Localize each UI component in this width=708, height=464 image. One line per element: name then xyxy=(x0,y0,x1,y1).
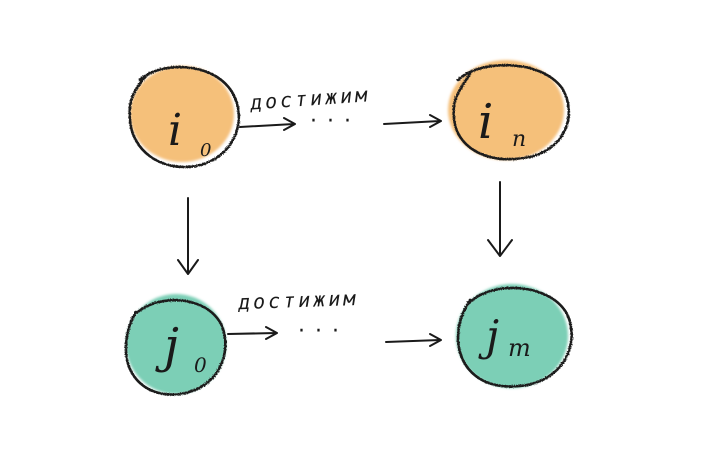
edge-bottom-label: достижим xyxy=(237,286,359,314)
node-i0-outline xyxy=(128,65,241,169)
edge-bottom-arrow-1 xyxy=(227,326,278,340)
edge-top-ellipsis: ··· xyxy=(310,109,361,134)
node-in-outline xyxy=(452,63,571,161)
edge-bottom-ellipsis: ··· xyxy=(298,319,349,344)
node-j0-subscript: 0 xyxy=(194,353,207,377)
node-in: i n xyxy=(448,60,571,161)
edge-bottom-arrow-2 xyxy=(385,333,442,347)
edge-top: достижим ··· xyxy=(239,82,442,134)
node-i0-letter: i xyxy=(168,105,182,156)
node-i0: i 0 xyxy=(128,65,241,169)
edge-top-arrow-1 xyxy=(239,117,296,131)
node-in-letter: i xyxy=(478,94,493,150)
node-j0-outline xyxy=(124,298,227,396)
node-i0-subscript: 0 xyxy=(200,140,211,161)
edge-right-down-arrow xyxy=(487,181,513,257)
edge-left-down-arrow xyxy=(177,197,199,275)
edge-bottom: достижим ··· xyxy=(227,286,442,347)
node-j0: j 0 xyxy=(124,294,227,396)
node-jm-fill xyxy=(456,284,568,388)
node-jm-subscript: m xyxy=(508,334,531,362)
node-i0-fill xyxy=(130,66,234,162)
node-in-subscript: n xyxy=(512,127,526,152)
edge-top-arrow-2 xyxy=(383,114,442,128)
node-j0-fill xyxy=(126,294,226,394)
node-jm-outline xyxy=(456,286,573,388)
node-jm: j m xyxy=(456,284,573,388)
node-in-fill xyxy=(448,60,564,160)
